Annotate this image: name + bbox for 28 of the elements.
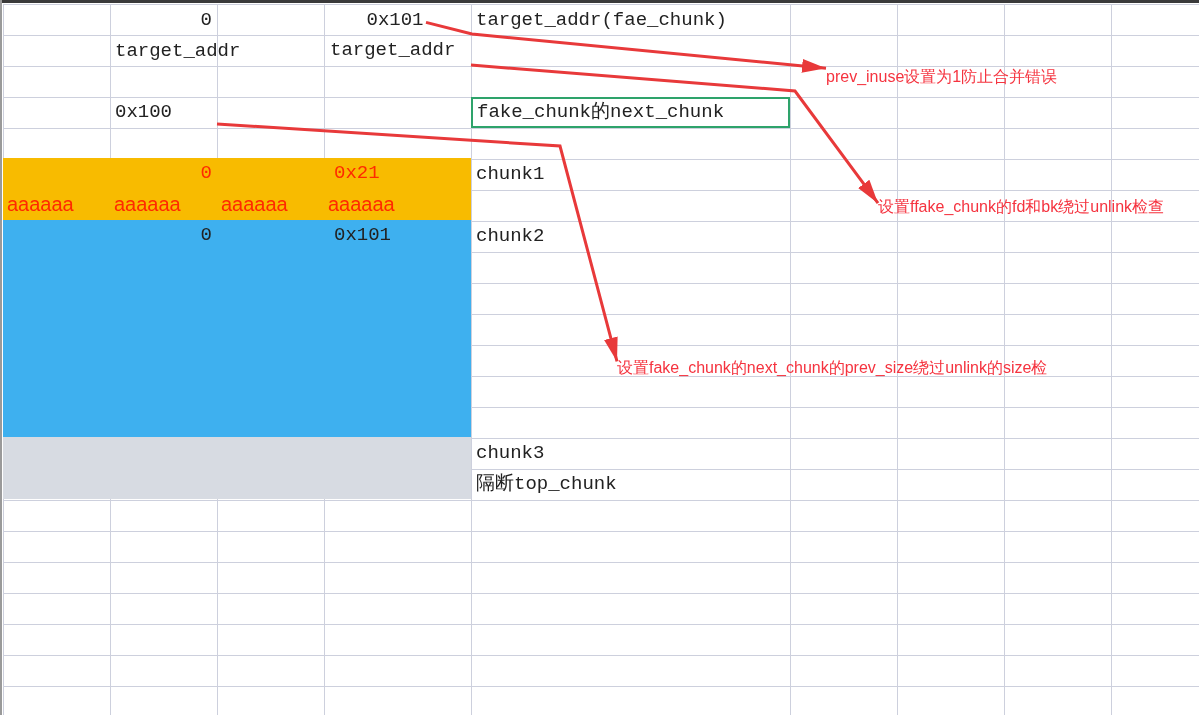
cell-value: chunk1 [476, 162, 546, 186]
cell-value: aaaaaa [328, 192, 396, 217]
annotation-text: prev_inuse设置为1防止合并错误 [826, 66, 1116, 88]
annotation-text: 设置fake_chunk的next_chunk的prev_size绕过unlink的size检 [617, 357, 1127, 379]
cell-value: 0 [199, 161, 212, 186]
chunk-band [3, 220, 471, 437]
cell-value: 0x100 [110, 97, 217, 128]
cell-value: 0x101 [334, 223, 392, 248]
cell-value: aaaaaa [7, 192, 75, 217]
chunk-band [3, 158, 471, 220]
cell-value: chunk2 [476, 224, 546, 248]
arrow [216, 122, 619, 362]
arrow [425, 20, 827, 73]
selected-cell: fake_chunk的next_chunk [471, 97, 790, 128]
cell-value: target_addr [324, 35, 471, 66]
cell-value: 隔断top_chunk [476, 472, 618, 496]
cell-value: 0x21 [334, 161, 381, 186]
annotation-text: 设置ffake_chunk的fd和bk绕过unlink检查 [878, 196, 1190, 244]
cell-value: aaaaaa [114, 192, 182, 217]
cell-value: target_addr(fae_chunk) [476, 8, 728, 32]
chunk-band [3, 437, 471, 499]
cell-value: aaaaaa [221, 192, 289, 217]
cell-value: chunk3 [476, 441, 546, 465]
cell-value: target_addr [115, 39, 242, 63]
cell-value: 0 [199, 8, 212, 32]
cell-value: 0x101 [364, 8, 426, 32]
arrow [470, 63, 880, 205]
cell-value: 0 [199, 223, 212, 248]
